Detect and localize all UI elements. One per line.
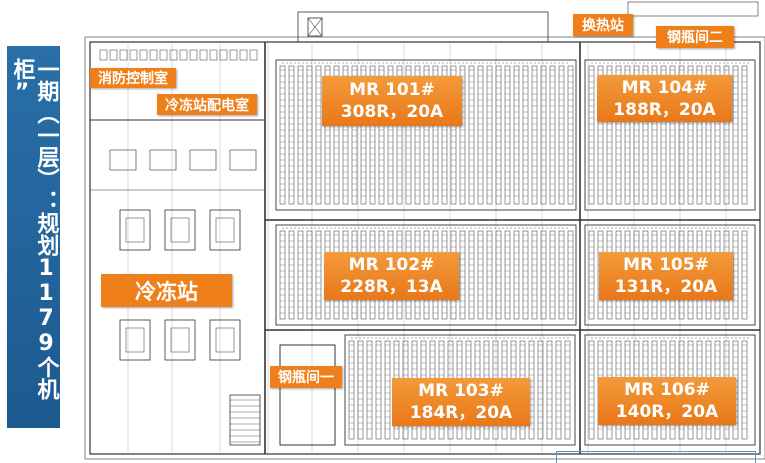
cylinder-room-2-label: 钢瓶间二 [656,26,734,48]
phase-banner: 一期（一层）：规划1179个机柜” [7,46,60,428]
chiller-station-label: 冷冻站 [101,274,232,307]
page-frame-corner [556,451,756,463]
room-spec: 188R，20A [613,99,716,120]
room-mr101-label: MR 101# 308R，20A [322,76,462,126]
room-mr104-label: MR 104# 188R，20A [597,75,732,122]
room-name: MR 106# [624,380,710,400]
room-spec: 140R，20A [615,402,719,422]
room-mr105-label: MR 105# 131R，20A [599,252,733,300]
chiller-power-room-label: 冷冻站配电室 [157,94,257,115]
room-spec: 131R，20A [614,277,718,297]
room-name: MR 105# [623,255,709,275]
room-spec: 228R，13A [340,277,443,297]
room-name: MR 101# [349,80,435,100]
heat-exchange-station-label: 换热站 [573,14,633,36]
room-mr106-label: MR 106# 140R，20A [598,377,736,425]
cylinder-room-1-label: 钢瓶间一 [270,366,342,388]
room-name: MR 104# [621,77,708,98]
fire-control-room-label: 消防控制室 [90,68,176,88]
room-name: MR 103# [418,381,504,401]
phase-banner-text: 一期（一层）：规划1179个机柜” [9,58,59,400]
room-spec: 308R，20A [340,102,444,122]
room-spec: 184R，20A [409,403,513,423]
room-mr102-label: MR 102# 228R，13A [324,252,459,300]
room-mr103-label: MR 103# 184R，20A [392,378,530,426]
room-name: MR 102# [348,255,435,275]
